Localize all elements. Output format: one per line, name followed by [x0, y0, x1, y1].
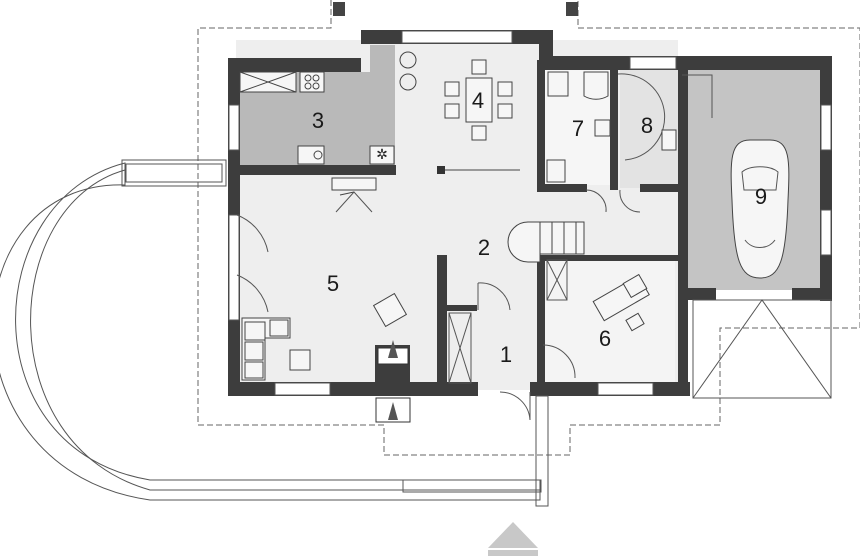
curved-path	[0, 159, 541, 501]
bathroom-fixtures	[546, 71, 611, 183]
entrance-steps	[402, 395, 549, 507]
doors	[236, 73, 666, 421]
room-label-1: 1	[500, 342, 512, 367]
room-label-9: 9	[755, 184, 767, 209]
room-label-4: 4	[472, 88, 484, 113]
room-label-2: 2	[478, 235, 490, 260]
office-desk	[592, 273, 650, 332]
kitchen-equipment: ✲	[239, 51, 417, 165]
room-label-5: 5	[327, 271, 339, 296]
utility-fixtures	[661, 74, 713, 151]
storage	[448, 259, 568, 384]
fireplace-icon	[375, 340, 411, 423]
garage-opening	[692, 299, 832, 399]
windows	[228, 30, 832, 396]
dining-table	[444, 59, 513, 141]
roof-outline	[197, 0, 860, 456]
svg-text:✲: ✲	[376, 146, 388, 162]
stairs	[507, 221, 585, 263]
fireplace-hood	[331, 177, 377, 213]
room-label-7: 7	[572, 116, 584, 141]
room-labels: 1 2 3 4 5 6 7 8 9	[312, 88, 767, 367]
sink-icon	[297, 145, 325, 165]
room-label-3: 3	[312, 108, 324, 133]
car-icon	[730, 139, 790, 279]
stove-icon	[299, 71, 325, 93]
room-label-8: 8	[641, 113, 653, 138]
entrance-arrow-icon	[488, 522, 538, 556]
utility-floor	[620, 70, 680, 188]
office-floor	[545, 260, 675, 382]
living-furniture	[241, 292, 408, 381]
room-label-6: 6	[599, 326, 611, 351]
